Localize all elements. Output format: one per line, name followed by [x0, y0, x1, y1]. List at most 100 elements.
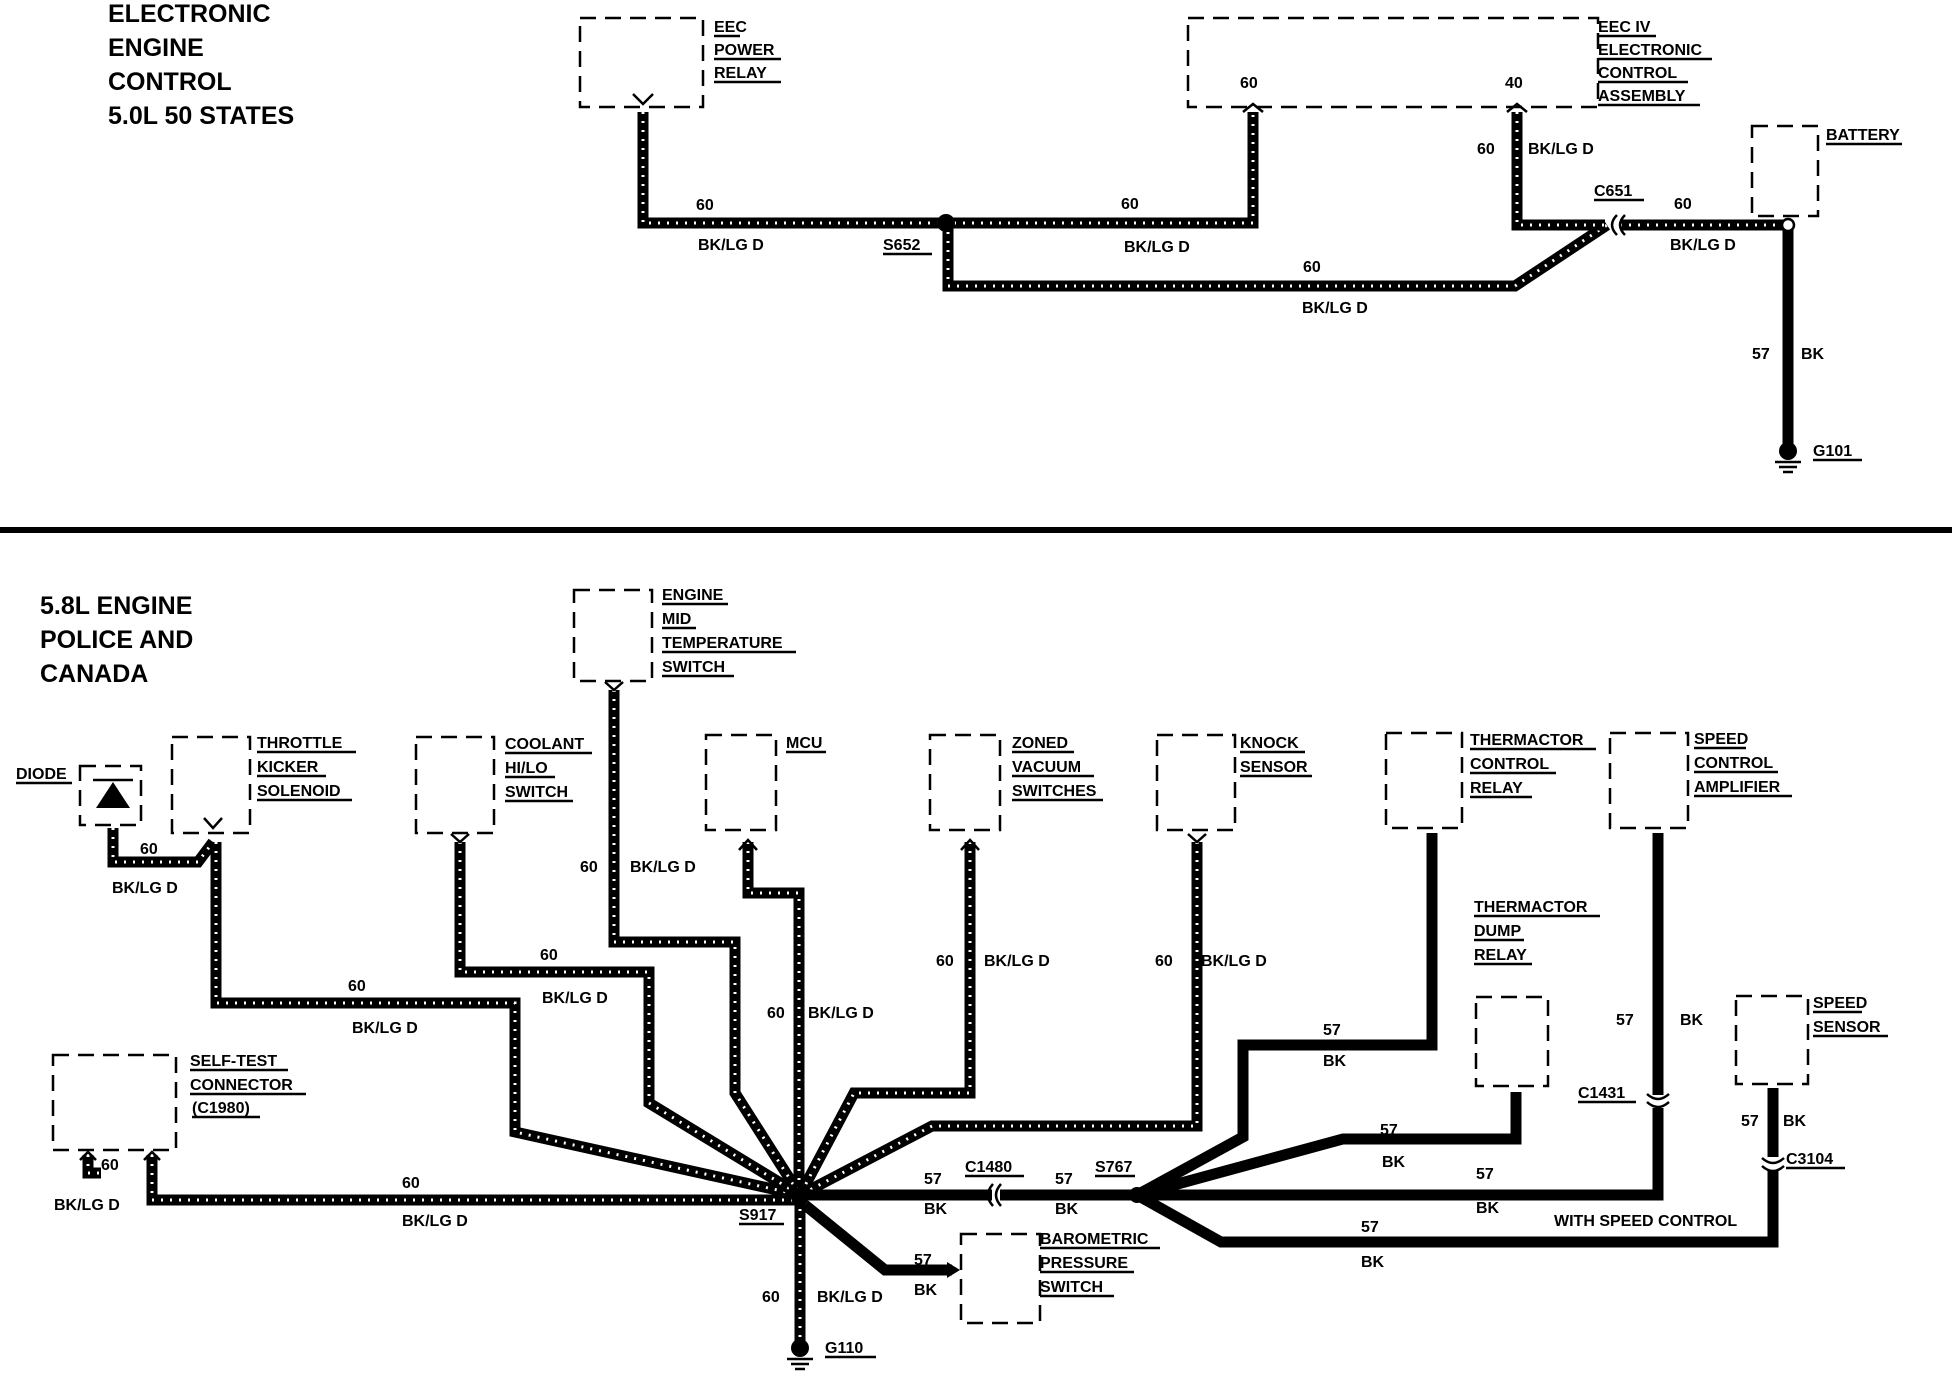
bottom-wire-labels: 60 BK/LG D 60 BK/LG D 60 BK/LG D 60 BK/L… [54, 841, 1807, 1306]
eec-power-relay-label-1: EEC [714, 19, 747, 36]
battery-box [1750, 124, 1820, 218]
splice-s652-label: S652 [883, 237, 920, 254]
eec-iv-label-3: CONTROL [1598, 65, 1677, 82]
barometric-pressure-switch: BAROMETRIC PRESSURE SWITCH [947, 1231, 1160, 1325]
zoned-vacuum-box [928, 733, 1002, 832]
knock-sensor-box [1155, 733, 1237, 832]
thermactor-control-label-2: CONTROL [1470, 756, 1549, 773]
throttle-kicker-solenoid: THROTTLE KICKER SOLENOID [170, 735, 356, 835]
wire-circuit-label: 60 [696, 197, 714, 214]
wire-color-label: BK [1323, 1053, 1347, 1070]
zoned-vacuum-label-1: ZONED [1012, 735, 1068, 752]
top-wire-labels: 60 BK/LG D 60 BK/LG D 60 BK/LG D 60 BK/L… [696, 141, 1825, 363]
top-title-line-4: 5.0L 50 STATES [108, 102, 294, 130]
top-title-line-2: ENGINE [108, 34, 204, 62]
engine-temp-box [572, 588, 654, 683]
wire-color-label: BK [1055, 1201, 1079, 1218]
engine-temp-label-1: ENGINE [662, 587, 724, 604]
thermactor-control-label-3: RELAY [1470, 780, 1523, 797]
ground-icon [787, 1357, 813, 1371]
battery-label: BATTERY [1826, 127, 1900, 144]
thermactor-dump-label-1: THERMACTOR [1474, 899, 1588, 916]
wire-s767-to-thermactor [1134, 833, 1438, 1200]
zoned-vacuum-label-2: VACUUM [1012, 759, 1081, 776]
bottom-dotted-wires [82, 690, 1203, 1342]
splice-s917-dot [791, 1188, 809, 1206]
eec-power-relay: EEC POWER RELAY [578, 16, 781, 109]
wire-color-label: BK/LG D [1670, 237, 1736, 254]
wire-circuit-label: 60 [1477, 141, 1495, 158]
connector-c3104-label: C3104 [1786, 1151, 1833, 1168]
wire-circuit-label: 60 [140, 841, 158, 858]
connector-c1431-label: C1431 [1578, 1085, 1625, 1102]
wire-circuit-label: 57 [924, 1171, 942, 1188]
wire-circuit-label: 60 [580, 859, 598, 876]
throttle-kicker-label-2: KICKER [257, 759, 319, 776]
wire-circuit-label: 60 [936, 953, 954, 970]
connector-c1480-label: C1480 [965, 1159, 1012, 1176]
wire-color-label: BK/LG D [808, 1005, 874, 1022]
ground-icon [1775, 460, 1801, 474]
ground-g110 [787, 1339, 813, 1371]
baro-label-3: SWITCH [1040, 1279, 1103, 1296]
speed-control-note: WITH SPEED CONTROL [1554, 1213, 1737, 1230]
ground-g101 [1775, 442, 1801, 474]
wire-color-label: BK/LG D [54, 1197, 120, 1214]
speed-sensor-label-2: SENSOR [1813, 1019, 1881, 1036]
thermactor-dump-label-2: DUMP [1474, 923, 1521, 940]
wire-circuit-label: 60 [1121, 196, 1139, 213]
wire-color-label: BK [1476, 1200, 1500, 1217]
wire-color-label: BK [1361, 1254, 1385, 1271]
wire-s917-to-baro [801, 1200, 952, 1276]
eec-power-relay-label-3: RELAY [714, 65, 767, 82]
self-test-connector: SELF-TEST CONNECTOR (C1980) [51, 1053, 306, 1161]
diode-icon [96, 782, 130, 808]
wire-circuit-label: 57 [1476, 1166, 1494, 1183]
speed-sensor: SPEED SENSOR [1734, 994, 1888, 1086]
wire-circuit-label: 60 [1674, 196, 1692, 213]
connector-c3104-symbol [1761, 1157, 1785, 1173]
zoned-vacuum-label-3: SWITCHES [1012, 783, 1097, 800]
knock-sensor-label-1: KNOCK [1240, 735, 1299, 752]
wire-color-label: BK [914, 1282, 938, 1299]
throttle-kicker-label-3: SOLENOID [257, 783, 341, 800]
thermactor-control-relay: THERMACTOR CONTROL RELAY [1384, 731, 1596, 830]
top-title-line-3: CONTROL [108, 68, 232, 96]
baro-terminal [947, 1262, 960, 1278]
relay-pin-terminal [632, 93, 654, 106]
wire-color-label: BK/LG D [817, 1289, 883, 1306]
wire-color-label: BK/LG D [630, 859, 696, 876]
knock-sensor-label-2: SENSOR [1240, 759, 1308, 776]
engine-temp-label-3: TEMPERATURE [662, 635, 783, 652]
bottom-splices: S917 S767 C1480 C1431 C3104 G110 [739, 1085, 1845, 1371]
wire-circuit-label: 60 [540, 947, 558, 964]
wire-s767-to-c1431 [1137, 1108, 1664, 1201]
wire-color-label: BK/LG D [1528, 141, 1594, 158]
zoned-vacuum-switches: ZONED VACUUM SWITCHES [928, 733, 1103, 851]
speed-control-amp-label-1: SPEED [1694, 731, 1748, 748]
bottom-title-line-1: 5.8L ENGINE [40, 592, 192, 620]
thermactor-dump-box [1474, 995, 1550, 1088]
wire-color-label: BK [1801, 346, 1825, 363]
wire-circuit-label: 60 [762, 1289, 780, 1306]
baro-switch-box [959, 1232, 1042, 1325]
wire-s767-to-dump [1135, 1092, 1522, 1201]
wire-circuit-label: 60 [767, 1005, 785, 1022]
wire-circuit-label: 60 [101, 1157, 119, 1174]
engine-temp-label-4: SWITCH [662, 659, 725, 676]
wire-color-label: BK/LG D [112, 880, 178, 897]
wire-knock-to-s917 [797, 842, 1203, 1200]
wire-color-label: BK/LG D [352, 1020, 418, 1037]
wire-color-label: BK [1783, 1113, 1807, 1130]
speed-control-amp-label-3: AMPLIFIER [1694, 779, 1781, 796]
wire-color-label: BK/LG D [1302, 300, 1368, 317]
connector-c651-label: C651 [1594, 183, 1632, 200]
wire-s767-to-c3104 [1134, 1170, 1779, 1248]
eec-pin-60-terminal [1242, 102, 1264, 113]
wire-engtemp-to-s917 [608, 690, 805, 1198]
eec-pin-40-label: 40 [1505, 75, 1523, 92]
mcu-label: MCU [786, 735, 822, 752]
wire-s652-to-c651 [942, 220, 1611, 292]
wire-diode-to-kicker [107, 828, 218, 868]
